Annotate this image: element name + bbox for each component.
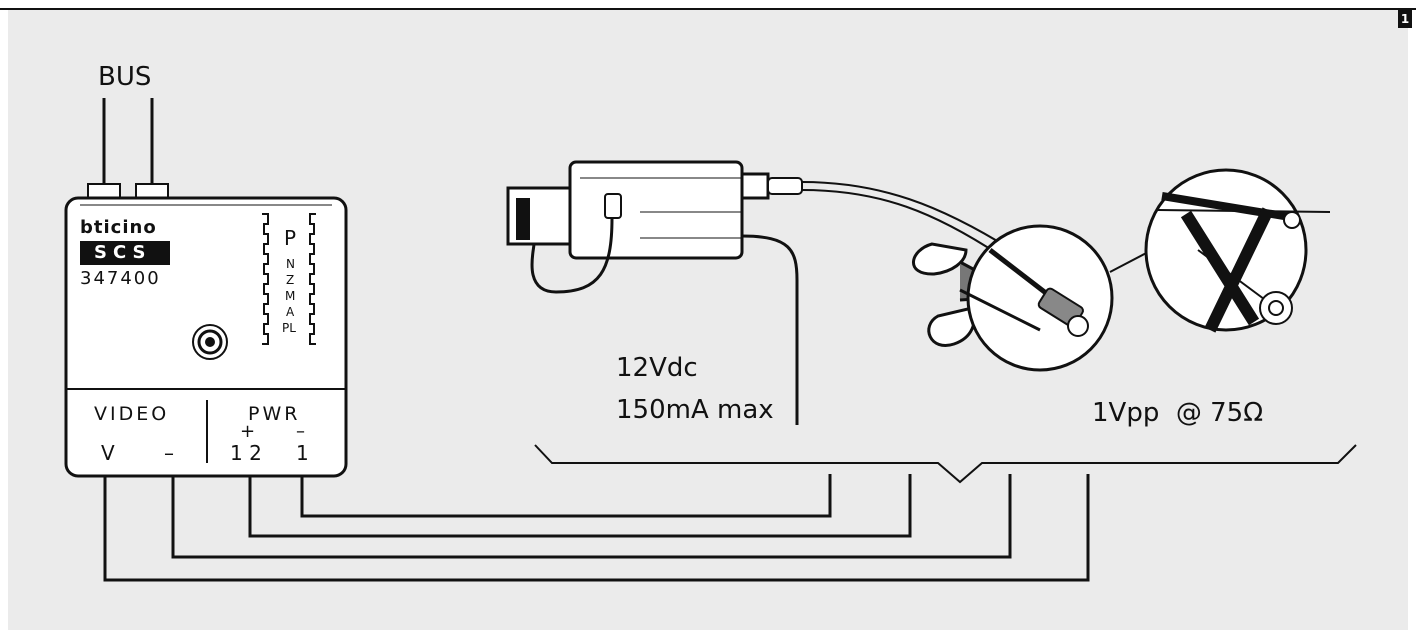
scs-logo-box	[80, 241, 170, 265]
cross-mark-icon	[1180, 207, 1274, 333]
terminal-v: V	[101, 441, 115, 465]
series-logo: SCS	[94, 242, 152, 263]
bus-wires	[102, 98, 154, 186]
video-connector	[192, 324, 228, 360]
pwr-label: PWR	[248, 403, 301, 425]
wiring-lines	[103, 474, 1090, 582]
config-label-a: A	[286, 305, 295, 319]
bus-label: BUS	[98, 62, 152, 92]
config-label-pl: PL	[282, 321, 296, 335]
config-label-n: N	[286, 257, 295, 271]
grouping-brace	[534, 444, 1357, 484]
power-spec-voltage: 12Vdc	[616, 353, 698, 383]
camera-icon	[506, 160, 803, 425]
config-label-p: P	[284, 226, 297, 250]
video-signal-spec: 1Vpp @ 75Ω	[1092, 398, 1264, 428]
brand-logo: bticino	[80, 217, 157, 238]
config-label-z: Z	[286, 273, 295, 287]
terminal-1: 1	[296, 441, 309, 465]
model-number: 347400	[80, 268, 161, 289]
video-label: VIDEO	[94, 403, 170, 425]
page-number: 1	[1398, 10, 1412, 28]
terminal-video-minus: –	[164, 441, 174, 465]
configurator-sockets	[262, 213, 316, 345]
config-label-m: M	[285, 289, 296, 303]
zoom-circle-wrong	[1144, 168, 1331, 333]
minus-sign: –	[296, 421, 305, 442]
zoom-circle-cut	[959, 224, 1114, 372]
power-spec-current: 150mA max	[616, 395, 774, 425]
coax-cable	[801, 181, 1013, 259]
plus-sign: +	[240, 421, 256, 442]
terminal-12: 1 2	[230, 441, 262, 465]
